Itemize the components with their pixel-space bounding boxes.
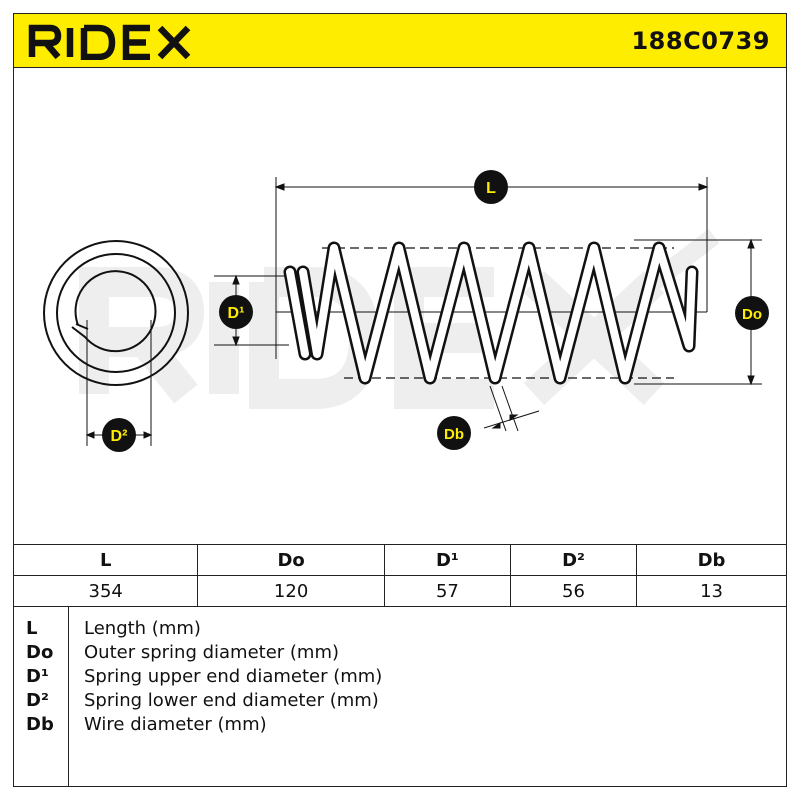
db-dimension: [483, 385, 540, 432]
length-dimension: [274, 177, 709, 359]
spring-drawing: D² L D¹: [43, 170, 769, 452]
legend-desc: Spring lower end diameter (mm): [84, 690, 379, 711]
header-cell-d1: D¹: [383, 544, 511, 576]
legend-key: D¹: [26, 666, 49, 687]
value-cell-do: 120: [197, 575, 385, 607]
header-cell-do: Do: [197, 544, 385, 576]
d2-badge-label: D²: [111, 428, 128, 445]
legend-key: Db: [26, 714, 54, 735]
header-cell-l: L: [14, 544, 199, 576]
d2-badge: D²: [102, 418, 136, 452]
value-cell-d1: 57: [383, 575, 511, 607]
value-cell-l: 354: [14, 575, 199, 607]
do-badge-label: Do: [742, 306, 762, 323]
legend-desc: Length (mm): [84, 618, 201, 639]
spring-end-view: [43, 240, 189, 386]
legend-desc: Wire diameter (mm): [84, 714, 267, 735]
do-dimension: [634, 238, 762, 386]
spec-table-values: 354 120 57 56 13: [14, 575, 786, 607]
spec-sheet: 188C0739 D²: [13, 13, 787, 787]
ridex-logo: [28, 24, 191, 60]
db-badge: Db: [437, 416, 471, 450]
legend-desc: Outer spring diameter (mm): [84, 642, 340, 663]
spring-coils-inner: [286, 244, 696, 382]
legend: L Length (mm) Do Outer spring diameter (…: [14, 606, 786, 786]
do-badge: Do: [735, 296, 769, 330]
d2-dimension: [85, 320, 153, 446]
length-badge-label: L: [486, 180, 496, 197]
spec-table-header: L Do D¹ D² Db: [14, 544, 786, 576]
legend-key: Do: [26, 642, 54, 663]
header-cell-d2: D²: [509, 544, 638, 576]
d1-badge-label: D¹: [228, 305, 245, 322]
length-badge: L: [474, 170, 508, 204]
legend-key: L: [26, 618, 38, 639]
part-number: 188C0739: [631, 27, 770, 55]
d1-dimension: [214, 274, 289, 347]
header-bar: 188C0739: [14, 14, 786, 68]
d1-badge: D¹: [219, 295, 253, 329]
legend-key: D²: [26, 690, 49, 711]
legend-divider: [68, 606, 69, 786]
header-cell-db: Db: [636, 544, 786, 576]
spec-table: L Do D¹ D² Db 354 120 57 56 13: [14, 544, 786, 607]
value-cell-d2: 56: [509, 575, 638, 607]
db-badge-label: Db: [444, 426, 464, 443]
value-cell-db: 13: [636, 575, 786, 607]
legend-desc: Spring upper end diameter (mm): [84, 666, 383, 687]
